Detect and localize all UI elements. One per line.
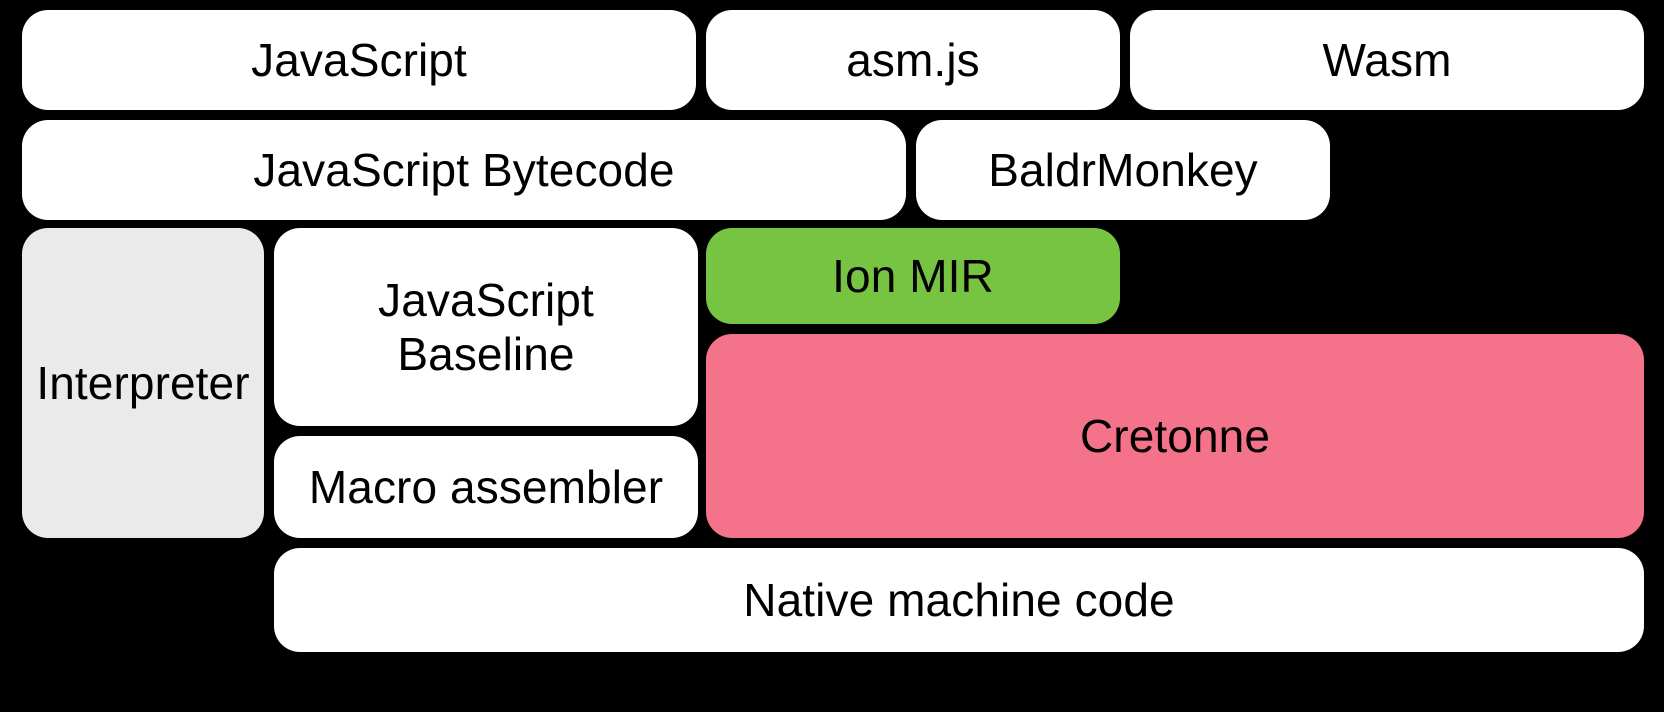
node-macro-assembler[interactable]: Macro assembler	[274, 436, 698, 538]
node-javascript-bytecode[interactable]: JavaScript Bytecode	[22, 120, 906, 220]
node-interpreter[interactable]: Interpreter	[22, 228, 264, 538]
node-javascript-baseline[interactable]: JavaScript Baseline	[274, 228, 698, 426]
node-asm-js[interactable]: asm.js	[706, 10, 1120, 110]
node-native-machine-code[interactable]: Native machine code	[274, 548, 1644, 652]
node-javascript[interactable]: JavaScript	[22, 10, 696, 110]
node-ion-mir[interactable]: Ion MIR	[706, 228, 1120, 324]
node-wasm[interactable]: Wasm	[1130, 10, 1644, 110]
node-baldrmonkey[interactable]: BaldrMonkey	[916, 120, 1330, 220]
node-cretonne[interactable]: Cretonne	[706, 334, 1644, 538]
